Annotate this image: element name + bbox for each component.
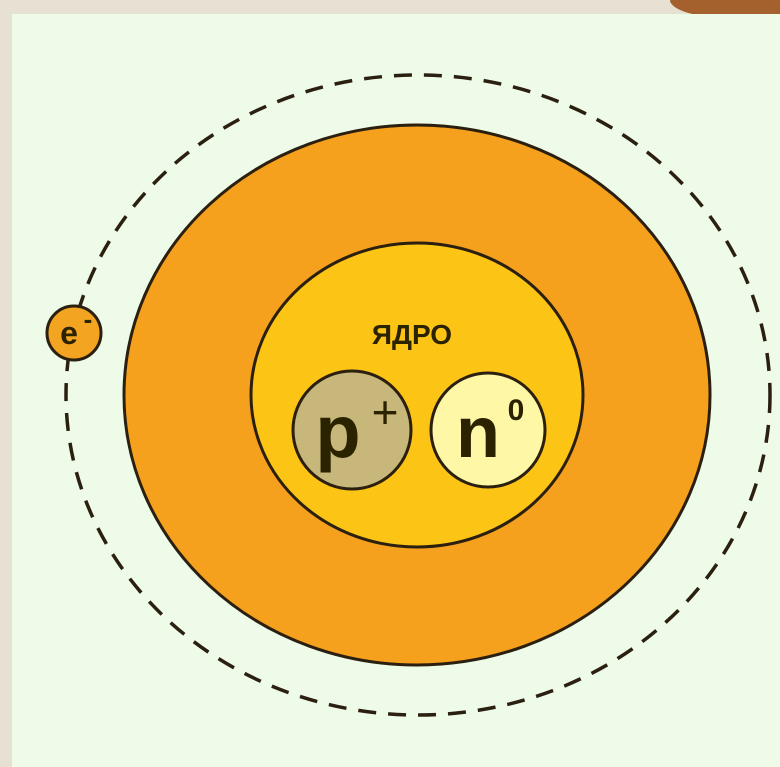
nucleus-label: ЯДРО bbox=[372, 319, 452, 350]
proton: p + bbox=[293, 371, 411, 489]
electron: e - bbox=[47, 304, 101, 360]
neutron-label: n bbox=[456, 393, 500, 473]
electron-charge: - bbox=[84, 304, 93, 334]
proton-label: p bbox=[315, 390, 360, 473]
neutron: n 0 bbox=[431, 373, 545, 487]
neutron-charge: 0 bbox=[508, 394, 525, 427]
proton-charge: + bbox=[372, 386, 399, 438]
electron-label: e bbox=[60, 315, 78, 351]
